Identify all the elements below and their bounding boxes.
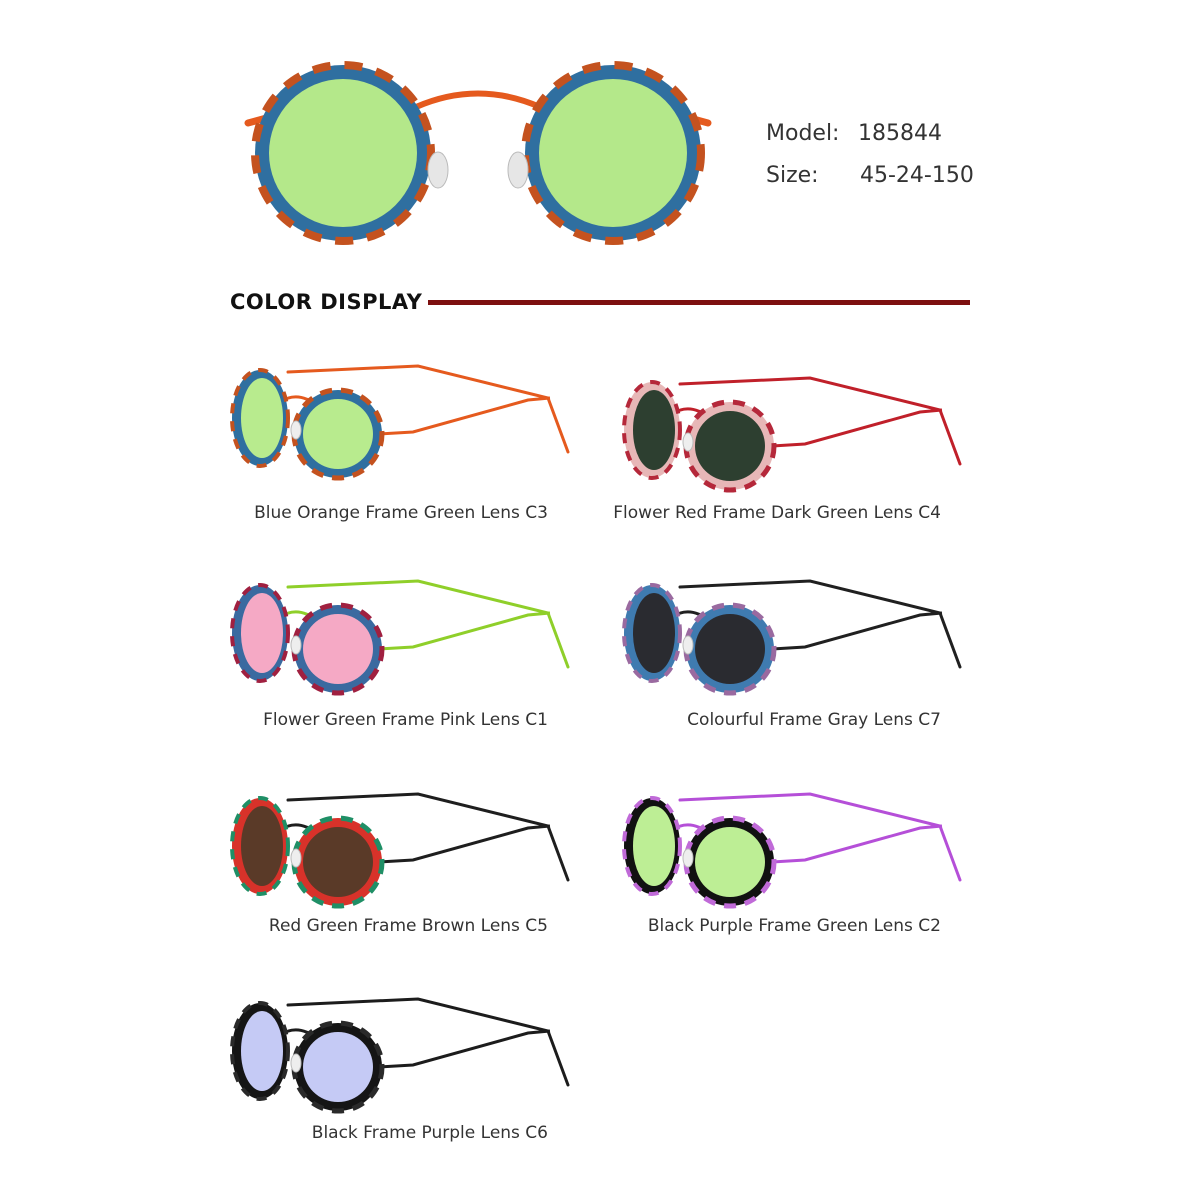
size-row: Size: 45-24-150: [766, 154, 974, 196]
size-value: 45-24-150: [860, 162, 974, 188]
color-variant: [620, 575, 962, 745]
color-variant: [228, 575, 570, 745]
glasses-variant-icon: [622, 376, 962, 493]
size-label: Size:: [766, 162, 819, 188]
color-variant: [228, 788, 570, 958]
color-display-heading: COLOR DISPLAY: [230, 290, 423, 314]
variant-caption: Black Frame Purple Lens C6: [311, 1123, 548, 1143]
hero-glasses-icon: [244, 61, 712, 245]
glasses-variant-icon: [230, 792, 570, 909]
model-value: 185844: [858, 120, 942, 146]
product-specs: Model: 185844 Size: 45-24-150: [766, 112, 974, 196]
color-variant: [620, 788, 962, 958]
variant-caption: Flower Red Frame Dark Green Lens C4: [613, 503, 941, 523]
glasses-variant-icon: [230, 364, 570, 481]
glasses-variant-icon: [622, 792, 962, 909]
color-variant: [620, 372, 962, 542]
variant-caption: Colourful Frame Gray Lens C7: [687, 710, 941, 730]
variant-caption: Flower Green Frame Pink Lens C1: [263, 710, 548, 730]
model-label: Model:: [766, 120, 840, 146]
glasses-variant-icon: [230, 579, 570, 696]
glasses-variant-icon: [230, 997, 570, 1114]
color-variant: [228, 360, 570, 530]
glasses-variant-icon: [622, 579, 962, 696]
variant-caption: Blue Orange Frame Green Lens C3: [254, 503, 548, 523]
model-row: Model: 185844: [766, 112, 974, 154]
color-variant: [228, 993, 570, 1163]
variant-caption: Black Purple Frame Green Lens C2: [647, 916, 941, 936]
heading-divider: [428, 300, 970, 305]
hero-glasses-image: [228, 55, 728, 255]
variant-caption: Red Green Frame Brown Lens C5: [268, 916, 548, 936]
